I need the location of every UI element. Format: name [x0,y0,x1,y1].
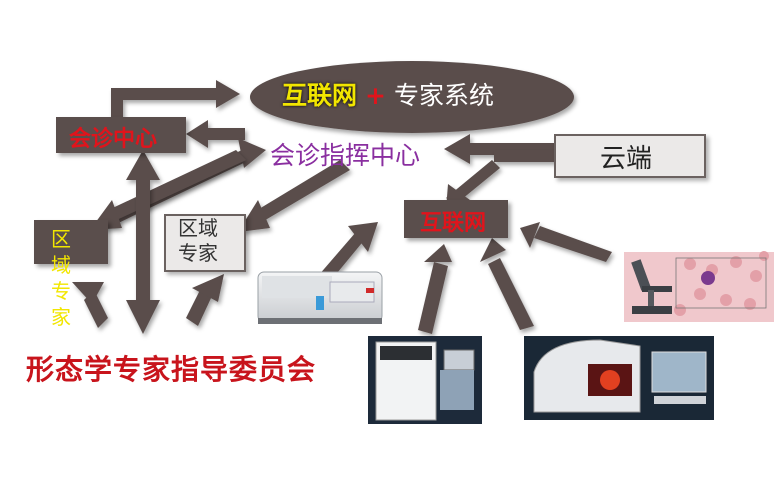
top-ellipse-shape [250,61,574,133]
top-ellipse-expert-system: 专家系统 [393,81,494,110]
consult-center-label: 会诊中心 [69,127,158,152]
consult-center-node [56,117,186,153]
regional-expert-left-char-3: 专 [51,279,71,303]
arrow-consult-committee-double [126,150,160,334]
regional-expert-label: 区域 专家 [178,216,218,266]
regional-expert-left-char-1: 区 [51,227,71,251]
arrow-committee-to-regional-left [72,282,108,328]
committee-label: 形态学专家指导委员会 [26,353,317,386]
regional-expert-line-2: 专家 [178,241,218,265]
top-ellipse-plus: + [365,81,386,110]
arrow-microscope-to-internet [520,222,612,262]
analyzer-device-2-image [368,336,482,424]
arrow-command-to-regional-box [238,160,350,232]
command-center-label: 会诊指挥中心 [270,141,421,170]
arrow-consult-to-ellipse [111,80,240,120]
analyzer-device-1-image [257,271,383,324]
cloud-label: 云端 [600,144,653,174]
microscope-image [624,251,774,322]
arrow-committee-to-regional-box [186,274,224,326]
arrow-analyzer1-to-internet [318,222,378,284]
arrow-analyzer2-to-internet [418,244,452,334]
regional-expert-left-label: 区 域 专 家 [51,226,73,330]
internet-hub-label: 互联网 [420,211,487,236]
top-ellipse-label: 互联网+专家系统 [282,76,494,112]
regional-expert-left-char-2: 域 [51,253,71,277]
regional-expert-left-node [34,220,108,264]
top-ellipse-internet: 互联网 [282,81,358,110]
internet-hub-node [404,200,508,238]
cloud-node [554,134,706,178]
arrow-analyzer3-to-internet [480,238,534,330]
analyzer-device-3-image [524,336,714,420]
regional-expert-line-1: 区域 [178,216,218,240]
arrow-command-to-consult [186,120,245,148]
regional-expert-left-char-4: 家 [51,305,71,329]
regional-expert-node [164,214,246,272]
